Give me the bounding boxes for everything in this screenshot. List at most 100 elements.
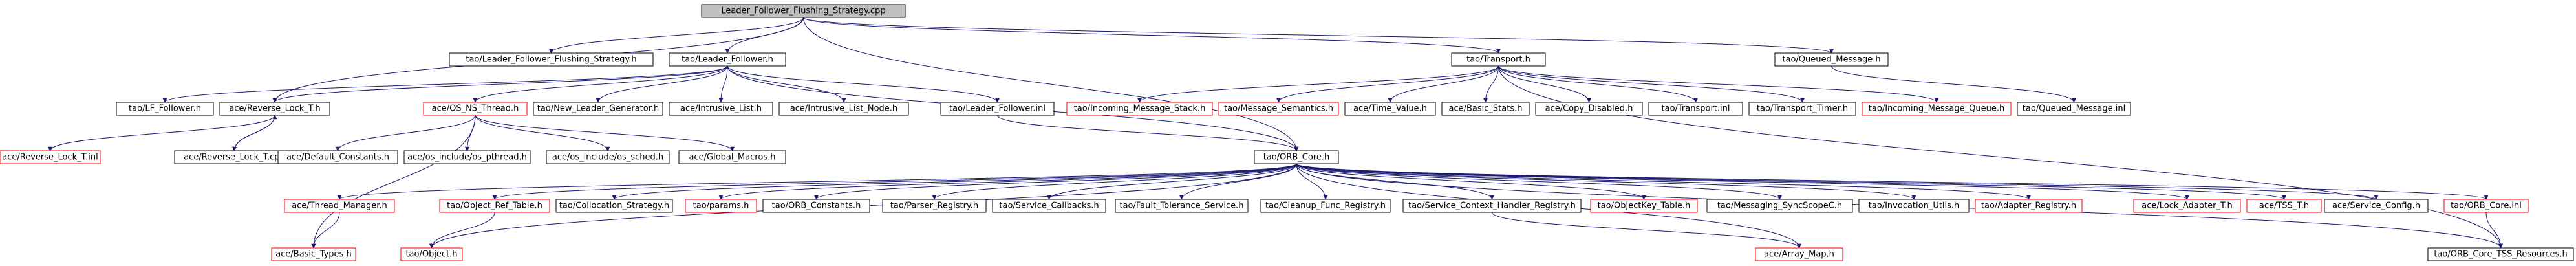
edge-orb-core-inl-to-orb-core-tss xyxy=(2485,212,2503,249)
node-label: tao/Messaging_SyncScopeC.h xyxy=(1717,201,1842,211)
node-box xyxy=(0,150,101,164)
node-global-macros[interactable]: ace/Global_Macros.h xyxy=(678,150,786,164)
node-box xyxy=(1344,102,1436,116)
node-qm-h[interactable]: tao/Queued_Message.h xyxy=(1774,52,1889,67)
edge-orb-core-to-lock-adapter xyxy=(1296,163,2189,200)
node-params[interactable]: tao/params.h xyxy=(685,199,757,213)
node-intrusive-list[interactable]: ace/Intrusive_List.h xyxy=(669,102,773,116)
edge-thread-manager-to-basic-types xyxy=(311,212,340,249)
edge-transport-h-to-incoming-queue xyxy=(1498,65,1939,103)
node-label: tao/Collocation_Strategy.h xyxy=(559,201,669,211)
node-object-ref-table[interactable]: tao/Object_Ref_Table.h xyxy=(439,199,550,213)
node-box xyxy=(2427,247,2574,261)
node-box xyxy=(1648,102,1743,116)
node-basic-types[interactable]: ace/Basic_Types.h xyxy=(271,247,356,261)
node-copy-disabled[interactable]: ace/Copy_Disabled.h xyxy=(1535,102,1643,116)
node-label: tao/Invocation_Utils.h xyxy=(1869,201,1960,211)
node-label: ace/Intrusive_List_Node.h xyxy=(790,104,897,114)
node-msg-semantics[interactable]: tao/Message_Semantics.h xyxy=(1218,102,1339,116)
node-objectkey-table[interactable]: tao/ObjectKey_Table.h xyxy=(1590,199,1698,213)
node-svc-ctx-handler[interactable]: tao/Service_Context_Handler_Registry.h xyxy=(1402,199,1582,213)
node-lock-adapter[interactable]: ace/Lock_Adapter_T.h xyxy=(2133,199,2241,213)
node-box xyxy=(940,102,1055,116)
node-rev-lock-cpp[interactable]: ace/Reverse_Lock_T.cpp xyxy=(174,150,295,164)
edge-rev-lock-h-to-rev-lock-t xyxy=(48,115,275,151)
node-tss-t[interactable]: ace/TSS_T.h xyxy=(2246,199,2322,213)
node-label: ace/Intrusive_List.h xyxy=(680,104,762,114)
node-box xyxy=(1441,102,1530,116)
node-box xyxy=(2324,199,2429,213)
node-os-pthread[interactable]: ace/os_include/os_pthread.h xyxy=(403,150,531,164)
node-label: tao/Parser_Registry.h xyxy=(890,201,978,211)
edge-lf-h-to-intrusive-list-node xyxy=(727,65,846,103)
node-adapter-registry[interactable]: tao/Adapter_Registry.h xyxy=(1975,199,2083,213)
edge-os-ns-thread-to-os-pthread xyxy=(465,115,476,151)
node-qm-inl[interactable]: tao/Queued_Message.inl xyxy=(2017,102,2131,116)
node-label: tao/ObjectKey_Table.h xyxy=(1598,201,1691,211)
node-box xyxy=(1535,102,1643,116)
node-time-value[interactable]: ace/Time_Value.h xyxy=(1344,102,1436,116)
node-label: tao/Incoming_Message_Stack.h xyxy=(1074,104,1206,114)
node-transport-h[interactable]: tao/Transport.h xyxy=(1451,52,1546,67)
node-cleanup-func[interactable]: tao/Cleanup_Func_Registry.h xyxy=(1260,199,1391,213)
node-service-callbacks[interactable]: tao/Service_Callbacks.h xyxy=(992,199,1106,213)
edge-orb-core-to-invocation-utils xyxy=(1296,163,1916,200)
node-rev-lock-h[interactable]: ace/Reverse_Lock_T.h xyxy=(219,102,330,116)
node-label: tao/ORB_Core.inl xyxy=(2451,201,2522,211)
node-intrusive-list-node[interactable]: ace/Intrusive_List_Node.h xyxy=(778,102,909,116)
node-orb-core[interactable]: tao/ORB_Core.h xyxy=(1254,150,1339,164)
node-box xyxy=(778,102,909,116)
node-box xyxy=(1402,199,1582,213)
edge-os-ns-thread-to-global-macros xyxy=(475,115,735,151)
node-array-map[interactable]: ace/Array_Map.h xyxy=(1755,247,1843,261)
node-label: ace/os_include/os_pthread.h xyxy=(407,153,527,162)
edge-orb-core-to-messaging-sync xyxy=(1296,163,1782,200)
node-thread-manager[interactable]: ace/Thread_Manager.h xyxy=(284,199,395,213)
node-lf-follower[interactable]: tao/LF_Follower.h xyxy=(116,102,214,116)
node-new-leader-gen[interactable]: tao/New_Leader_Generator.h xyxy=(533,102,663,116)
node-default-constants[interactable]: ace/Default_Constants.h xyxy=(277,150,398,164)
node-rev-lock-t[interactable]: ace/Reverse_Lock_T.inl xyxy=(0,150,101,164)
node-os-ns-thread[interactable]: ace/OS_NS_Thread.h xyxy=(423,102,528,116)
edge-orb-core-to-adapter-registry xyxy=(1296,163,2031,200)
node-object-h[interactable]: tao/Object.h xyxy=(400,247,463,261)
node-box xyxy=(1774,52,1889,67)
node-collocation-strategy[interactable]: tao/Collocation_Strategy.h xyxy=(555,199,673,213)
node-service-config[interactable]: ace/Service_Config.h xyxy=(2324,199,2429,213)
node-orb-constants[interactable]: tao/ORB_Constants.h xyxy=(762,199,870,213)
node-label: tao/Leader_Follower.h xyxy=(682,55,773,65)
node-box xyxy=(1590,199,1698,213)
node-basic-stats[interactable]: ace/Basic_Stats.h xyxy=(1441,102,1530,116)
node-transport-inl[interactable]: tao/Transport.inl xyxy=(1648,102,1743,116)
node-invocation-utils[interactable]: tao/Invocation_Utils.h xyxy=(1858,199,1970,213)
node-orb-core-inl[interactable]: tao/ORB_Core.inl xyxy=(2443,199,2529,213)
node-lfs-h[interactable]: tao/Leader_Follower_Flushing_Strategy.h xyxy=(449,52,654,67)
node-box xyxy=(669,52,786,67)
edge-rev-lock-cpp-to-rev-lock-h xyxy=(234,115,277,151)
node-box xyxy=(2443,199,2529,213)
node-label: tao/ORB_Core_TSS_Resources.h xyxy=(2434,250,2567,260)
edge-os-ns-thread-to-os-sched xyxy=(475,115,610,151)
node-box xyxy=(1975,199,2083,213)
node-messaging-sync[interactable]: tao/Messaging_SyncScopeC.h xyxy=(1706,199,1853,213)
edge-transport-h-to-basic-stats xyxy=(1483,65,1499,103)
node-fault-tolerance[interactable]: tao/Fault_Tolerance_Service.h xyxy=(1115,199,1249,213)
edge-lf-h-to-new-leader-gen xyxy=(596,65,728,103)
node-lf-inl[interactable]: tao/Leader_Follower.inl xyxy=(940,102,1055,116)
node-label: tao/Service_Context_Handler_Registry.h xyxy=(1408,201,1576,211)
node-lf-h[interactable]: tao/Leader_Follower.h xyxy=(669,52,786,67)
node-label: ace/Basic_Stats.h xyxy=(1449,104,1523,114)
node-box xyxy=(1755,247,1843,261)
node-parser-registry[interactable]: tao/Parser_Registry.h xyxy=(882,199,987,213)
edge-lf-h-to-rev-lock-h xyxy=(272,65,728,103)
node-incoming-queue[interactable]: tao/Incoming_Message_Queue.h xyxy=(1862,102,2012,116)
node-incoming-stack[interactable]: tao/Incoming_Message_Stack.h xyxy=(1066,102,1213,116)
node-os-sched[interactable]: ace/os_include/os_sched.h xyxy=(546,150,670,164)
node-box xyxy=(882,199,987,213)
node-label: tao/Object_Ref_Table.h xyxy=(447,201,542,211)
edge-transport-h-to-orb-core-tss xyxy=(1498,65,2503,249)
node-orb-core-tss[interactable]: tao/ORB_Core_TSS_Resources.h xyxy=(2427,247,2574,261)
node-transport-timer[interactable]: tao/Transport_Timer.h xyxy=(1748,102,1856,116)
node-root[interactable]: Leader_Follower_Flushing_Strategy.cpp xyxy=(701,4,906,18)
dependency-edges xyxy=(48,17,2503,249)
